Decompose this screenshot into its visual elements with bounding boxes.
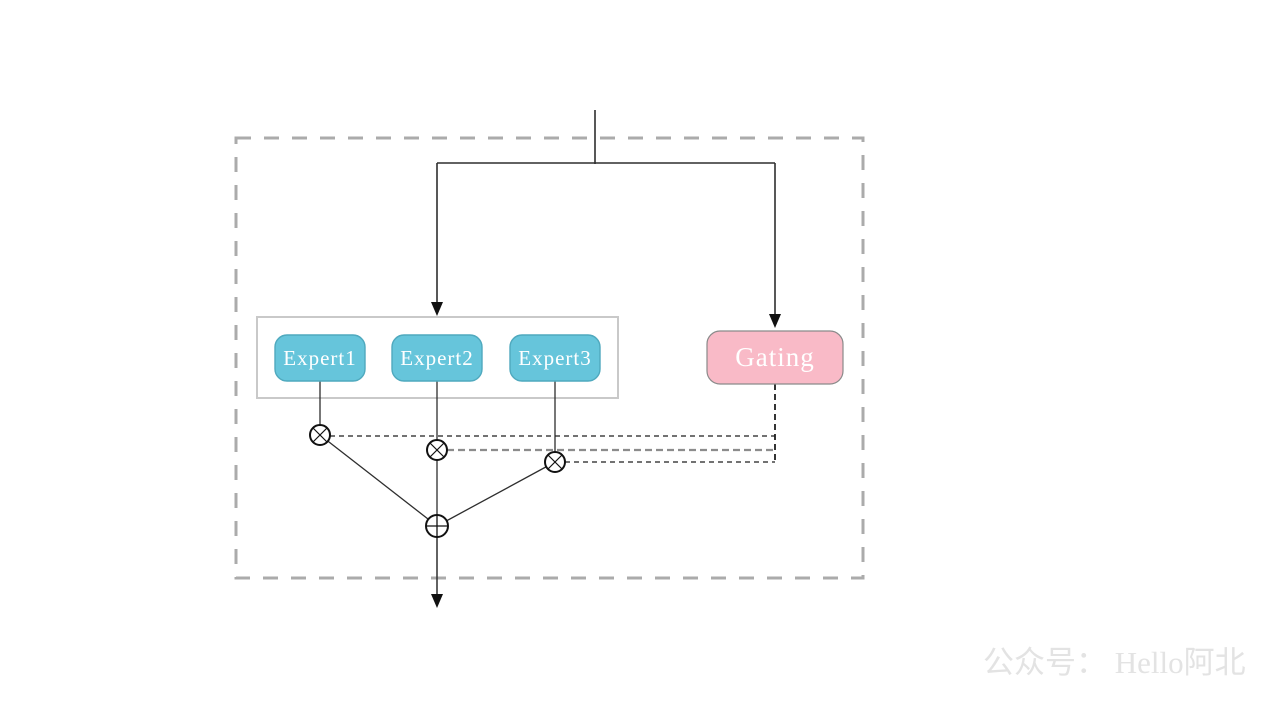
expert-2-box (391, 334, 483, 382)
gating-arrowhead-icon (769, 314, 781, 328)
gating-node: Gating (706, 330, 844, 385)
expert-2-label: Expert2 (400, 346, 473, 370)
experts-arrowhead-icon (431, 302, 443, 316)
expert-2-node: Expert2 (391, 334, 483, 382)
outer-dashed-box (234, 136, 865, 580)
multiply1-to-sum-line (319, 434, 438, 527)
expert-1-box (274, 334, 366, 382)
watermark: 公众号： Hello阿北 (983, 645, 1246, 680)
output-arrowhead-icon (431, 594, 443, 608)
expert-1-label: Expert1 (283, 346, 356, 370)
expert-3-box (509, 334, 601, 382)
multiply3-to-sum-line (436, 461, 556, 527)
multiply-icon-2 (426, 439, 448, 461)
add-icon (425, 514, 449, 538)
expert-1-node: Expert1 (274, 334, 366, 382)
expert-3-node: Expert3 (509, 334, 601, 382)
gating-box (706, 330, 844, 385)
multiply-icon-3 (544, 451, 566, 473)
gating-label: Gating (735, 342, 815, 372)
expert-3-label: Expert3 (518, 346, 591, 370)
multiply-icon-1 (309, 424, 331, 446)
